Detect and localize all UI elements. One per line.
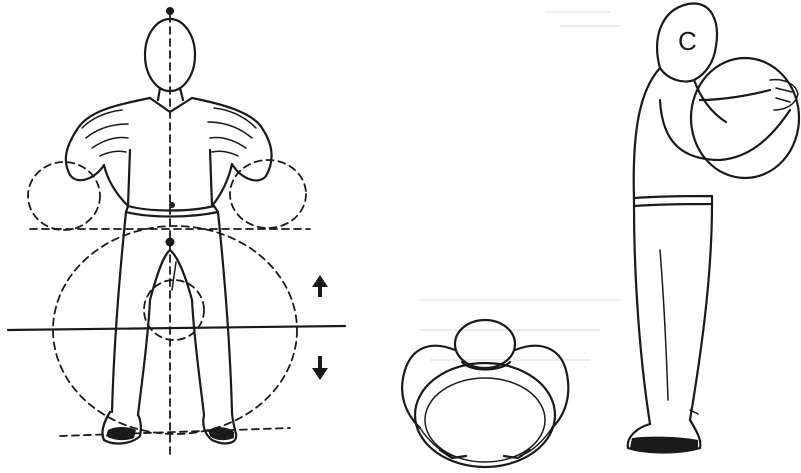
top-view-head xyxy=(455,320,515,368)
right-shoe-fill xyxy=(208,427,234,440)
front-right-arm xyxy=(192,98,272,206)
front-crease xyxy=(172,262,176,290)
arrow-down-icon xyxy=(312,356,328,380)
side-view-torso xyxy=(634,68,726,200)
side-view-shoe-fill xyxy=(630,437,698,453)
energy-diagram-overlay xyxy=(8,15,345,456)
dantian-point-dot xyxy=(166,238,175,247)
side-view-legs xyxy=(634,204,712,424)
front-collar xyxy=(150,98,192,112)
arrow-up-icon xyxy=(312,275,328,297)
ground-dashed-line xyxy=(60,428,290,436)
head-ear-glyph: C xyxy=(678,26,697,56)
left-elbow-energy-circle xyxy=(28,162,100,230)
horizon-solid-line xyxy=(8,326,345,330)
top-view-arm-inner xyxy=(425,378,545,462)
front-left-arm xyxy=(66,98,150,206)
side-view-hand xyxy=(770,80,798,110)
scan-bleed-through xyxy=(420,12,620,360)
side-view-upper-arm xyxy=(700,90,770,100)
side-view-figure: C xyxy=(628,4,799,453)
navel-point-dot xyxy=(169,202,175,208)
front-right-leg xyxy=(192,212,232,415)
top-view-fingers xyxy=(440,450,530,458)
front-crotch xyxy=(150,250,192,300)
side-view-lower-arm xyxy=(660,100,790,160)
top-view-figure xyxy=(402,320,568,467)
side-view-leg-seam xyxy=(660,250,668,400)
front-standing-figure xyxy=(66,7,272,443)
side-view-belt xyxy=(634,196,712,206)
top-view-hands xyxy=(420,428,552,456)
crown-point-dot xyxy=(166,7,174,15)
